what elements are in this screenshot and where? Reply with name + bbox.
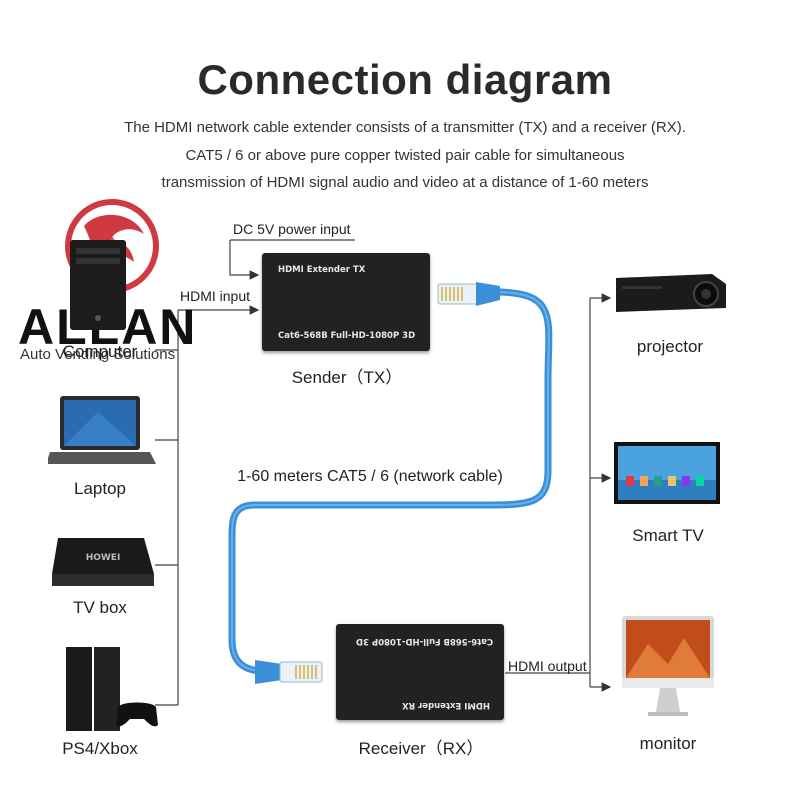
watermark-tagline: Auto Vending Solutions	[20, 346, 176, 363]
rj45-plug-bottom	[255, 660, 323, 684]
cable-label: 1-60 meters CAT5 / 6 (network cable)	[237, 468, 503, 485]
monitor-icon	[622, 616, 714, 716]
description-line-1: The HDMI network cable extender consists…	[124, 119, 686, 136]
source-label-ps4-xbox: PS4/Xbox	[62, 739, 138, 758]
receiver-bottom-text: HDMI Extender RX	[402, 700, 491, 710]
page-title: Connection diagram	[197, 56, 613, 103]
smart-tv-icon	[614, 442, 720, 504]
source-label-laptop: Laptop	[74, 479, 126, 498]
laptop-icon	[48, 396, 156, 464]
projector-icon	[616, 274, 726, 312]
hdmi-output-label: HDMI output	[508, 658, 587, 674]
output-label-projector: projector	[636, 337, 704, 356]
sender-tx-device: HDMI Extender TX Cat6-568B Full-HD-1080P…	[262, 253, 430, 351]
sender-caption: Sender（TX）	[291, 368, 403, 387]
hdmi-input-label: HDMI input	[180, 288, 251, 304]
game-console-icon	[66, 647, 158, 731]
rj45-plug-top	[437, 282, 500, 306]
power-input-arrow	[229, 240, 260, 280]
receiver-rx-device: Cat6-568B Full-HD-1080P 3D HDMI Extender…	[336, 624, 504, 720]
output-label-monitor: monitor	[639, 734, 697, 753]
output-label-smart-tv: Smart TV	[632, 526, 704, 545]
source-label-computer: Computer	[62, 342, 138, 361]
receiver-top-text: Cat6-568B Full-HD-1080P 3D	[356, 636, 494, 646]
receiver-caption: Receiver（RX）	[358, 739, 484, 758]
tv-box-icon: HOWEI	[52, 538, 154, 586]
description-line-3: transmission of HDMI signal audio and vi…	[161, 174, 649, 191]
sender-top-text: HDMI Extender TX	[278, 265, 366, 275]
computer-icon	[70, 240, 126, 330]
svg-text:HOWEI: HOWEI	[86, 553, 121, 563]
power-input-label: DC 5V power input	[233, 221, 351, 237]
description-line-2: CAT5 / 6 or above pure copper twisted pa…	[185, 147, 625, 164]
sender-bottom-text: Cat6-568B Full-HD-1080P 3D	[278, 331, 416, 341]
source-label-tv-box: TV box	[73, 598, 127, 617]
